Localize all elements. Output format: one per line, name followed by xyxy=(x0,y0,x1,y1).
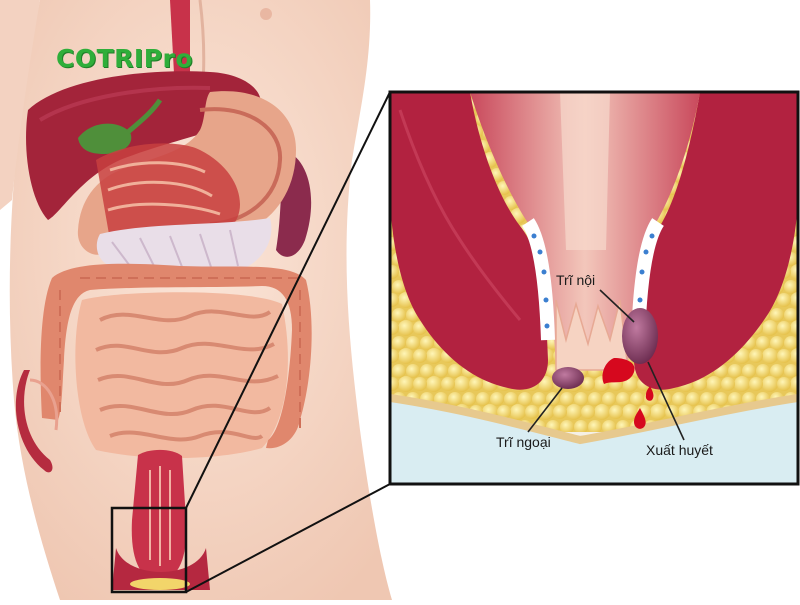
bleeding xyxy=(602,358,654,429)
hemorrhoid-cross-section xyxy=(390,92,798,484)
large-intestine xyxy=(40,263,312,449)
external-hemorrhoid xyxy=(552,367,584,389)
internal-hemorrhoid xyxy=(622,308,658,364)
inset-frame xyxy=(388,90,800,486)
stomach xyxy=(77,91,296,255)
small-intestine xyxy=(75,292,288,459)
zoom-connector-lines xyxy=(185,91,391,593)
pancreas xyxy=(96,218,272,277)
label-external-hemorrhoid: Trĩ ngoại xyxy=(496,434,551,450)
gallbladder xyxy=(78,98,163,154)
brand-logo: COTRIPro xyxy=(56,44,194,73)
anal-columns xyxy=(555,299,629,371)
sphincter-tissue-right xyxy=(634,92,798,390)
label-bleeding: Xuất huyết xyxy=(646,442,713,458)
label-internal-hemorrhoid: Trĩ nội xyxy=(556,272,596,288)
sphincter-tissue-left xyxy=(390,92,548,390)
label-leader-lines xyxy=(527,289,685,441)
appendix xyxy=(15,370,59,473)
zoom-region-box xyxy=(110,506,188,594)
